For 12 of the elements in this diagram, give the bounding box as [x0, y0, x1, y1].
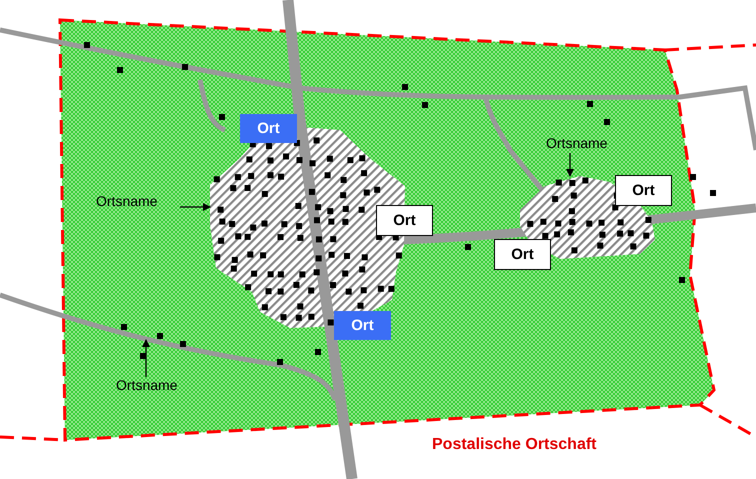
- place-name-label: Ortsname: [116, 377, 200, 395]
- place-tag: Ort: [615, 175, 672, 206]
- leader-arrow: [566, 153, 574, 177]
- leader-arrow: [142, 339, 150, 377]
- leader-arrow: [180, 203, 211, 211]
- place-name-label: Ortsname: [546, 135, 630, 153]
- place-tag: Ort: [334, 311, 391, 340]
- area-label: Postalische Ortschaft: [432, 436, 596, 454]
- place-tag: Ort: [240, 114, 297, 143]
- place-name-label: Ortsname: [96, 193, 180, 211]
- place-tag: Ort: [494, 239, 551, 270]
- place-tag: Ort: [376, 205, 433, 236]
